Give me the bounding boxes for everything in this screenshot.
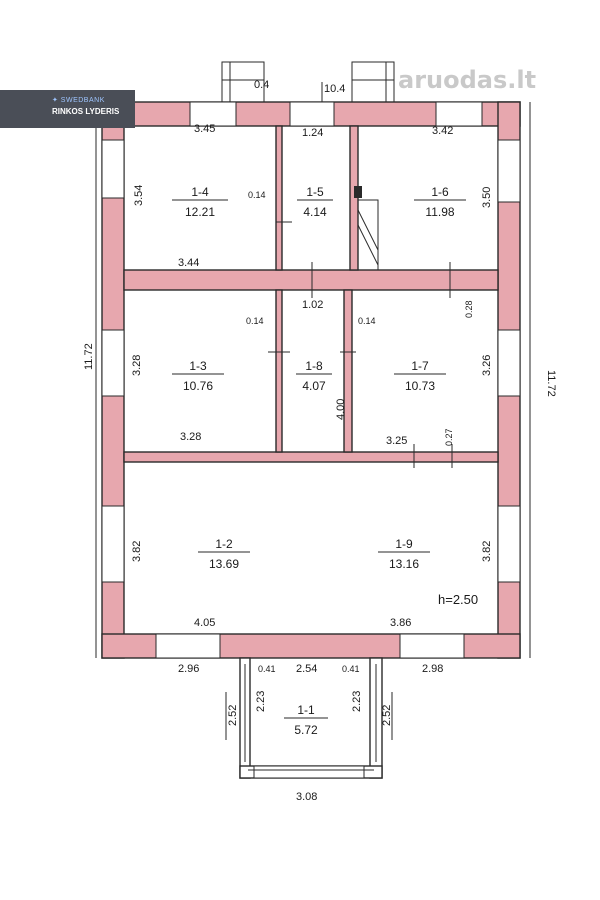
dim-porch-outer-left: 2.52: [227, 705, 239, 726]
dim-porch-bottom: 3.08: [296, 791, 317, 803]
agency-badge[interactable]: ✦ SWEDBANK RINKOS LYDERIS: [0, 90, 135, 128]
dimension-lines: [95, 102, 531, 771]
badge-text: RINKOS LYDERIS: [52, 107, 120, 116]
dim-r7-wall: 0.28: [464, 300, 474, 318]
dim-r9-bottom: 3.86: [390, 617, 411, 629]
room-area-1-3: 10.76: [183, 379, 213, 393]
room-area-1-2: 13.69: [209, 557, 239, 571]
stair: [354, 186, 379, 271]
dim-porch-top: 2.54: [296, 663, 317, 675]
room-area-1-9: 13.16: [389, 557, 419, 571]
room-id-1-7: 1-7: [411, 359, 429, 373]
dim-porch-inner-left: 2.23: [255, 691, 267, 712]
room-area-1-6: 11.98: [425, 205, 454, 219]
dim-r15-top: 1.24: [302, 127, 323, 139]
room-id-1-4: 1-4: [191, 185, 209, 199]
room-id-1-9: 1-9: [395, 537, 413, 551]
dim-porch-wall-right: 0.41: [342, 664, 360, 674]
exterior-walls: [101, 101, 521, 779]
bank-logo: ✦ SWEDBANK: [52, 97, 105, 104]
dim-right-total: 11.72: [545, 370, 557, 397]
dim-step-left: 0.4: [254, 79, 269, 91]
entrance-steps: [221, 61, 395, 103]
dim-step-right: 10.4: [324, 83, 345, 95]
dim-wall-027: 0.27: [444, 428, 454, 446]
room-area-1-7: 10.73: [405, 379, 435, 393]
dim-r7-door: 0.14: [358, 316, 376, 326]
windows: [101, 101, 521, 779]
room-id-1-5: 1-5: [306, 185, 324, 199]
dim-r2-bottom: 4.05: [194, 617, 215, 629]
dim-r16-side: 3.50: [481, 187, 493, 208]
room-area-1-1: 5.72: [294, 723, 318, 737]
room-area-1-8: 4.07: [302, 379, 326, 393]
dim-r14-top: 3.45: [194, 123, 215, 135]
dim-r14-bottom: 3.44: [178, 257, 199, 269]
dim-r2-side: 3.82: [131, 541, 143, 562]
room-id-1-3: 1-3: [189, 359, 207, 373]
dim-r16-top: 3.42: [432, 125, 453, 137]
dim-r8-top: 1.02: [302, 299, 323, 311]
dim-r7-bottom: 3.25: [386, 435, 407, 447]
room-id-1-2: 1-2: [215, 537, 233, 551]
dim-porch-outer-right: 2.52: [381, 705, 393, 726]
dim-r14-door: 0.14: [248, 190, 266, 200]
dim-porch-inner-right: 2.23: [351, 691, 363, 712]
ceiling-height: h=2.50: [438, 592, 478, 607]
site-watermark: aruodas.lt: [398, 66, 537, 94]
dim-r3-bottom: 3.28: [180, 431, 201, 443]
dim-r3-door: 0.14: [246, 316, 264, 326]
dim-r7-side: 3.26: [481, 355, 493, 376]
dimension-labels: 0.4 10.4 3.45 1.24 3.42 3.54 0.14 3.50 3…: [83, 79, 557, 803]
room-id-1-1: 1-1: [297, 703, 315, 717]
room-area-1-4: 12.21: [185, 205, 215, 219]
dim-r14-side: 3.54: [133, 185, 145, 206]
dim-out-right: 2.98: [422, 663, 443, 675]
room-id-1-6: 1-6: [431, 185, 449, 199]
dim-out-left: 2.96: [178, 663, 199, 675]
dim-r3-side: 3.28: [131, 355, 143, 376]
room-area-1-5: 4.14: [303, 205, 327, 219]
dim-left-total: 11.72: [83, 343, 95, 370]
dim-r9-side: 3.82: [481, 541, 493, 562]
dim-r8-side: 4.00: [335, 399, 347, 420]
room-id-1-8: 1-8: [305, 359, 323, 373]
room-labels: 1-4 12.21 1-5 4.14 1-6 11.98 1-3 10.76 1…: [172, 185, 466, 737]
door-marks: [268, 221, 453, 468]
dim-porch-wall-left: 0.41: [258, 664, 276, 674]
